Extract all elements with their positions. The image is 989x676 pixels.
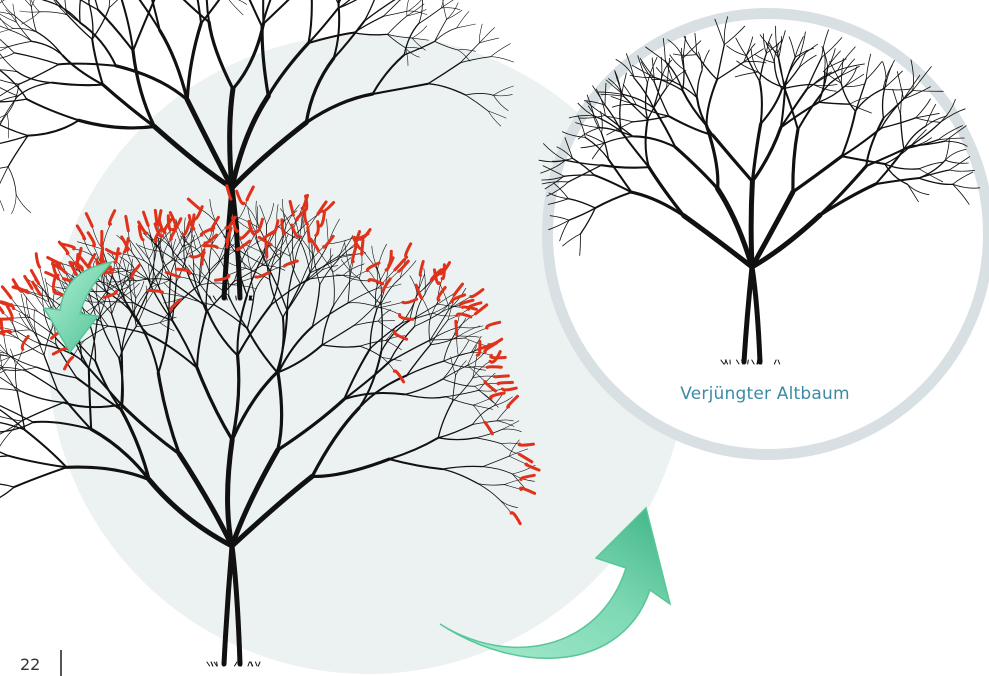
page-number-divider <box>60 650 62 676</box>
result-caption: Verjüngter Altbaum <box>610 384 920 404</box>
page-number: 22 <box>20 654 40 676</box>
